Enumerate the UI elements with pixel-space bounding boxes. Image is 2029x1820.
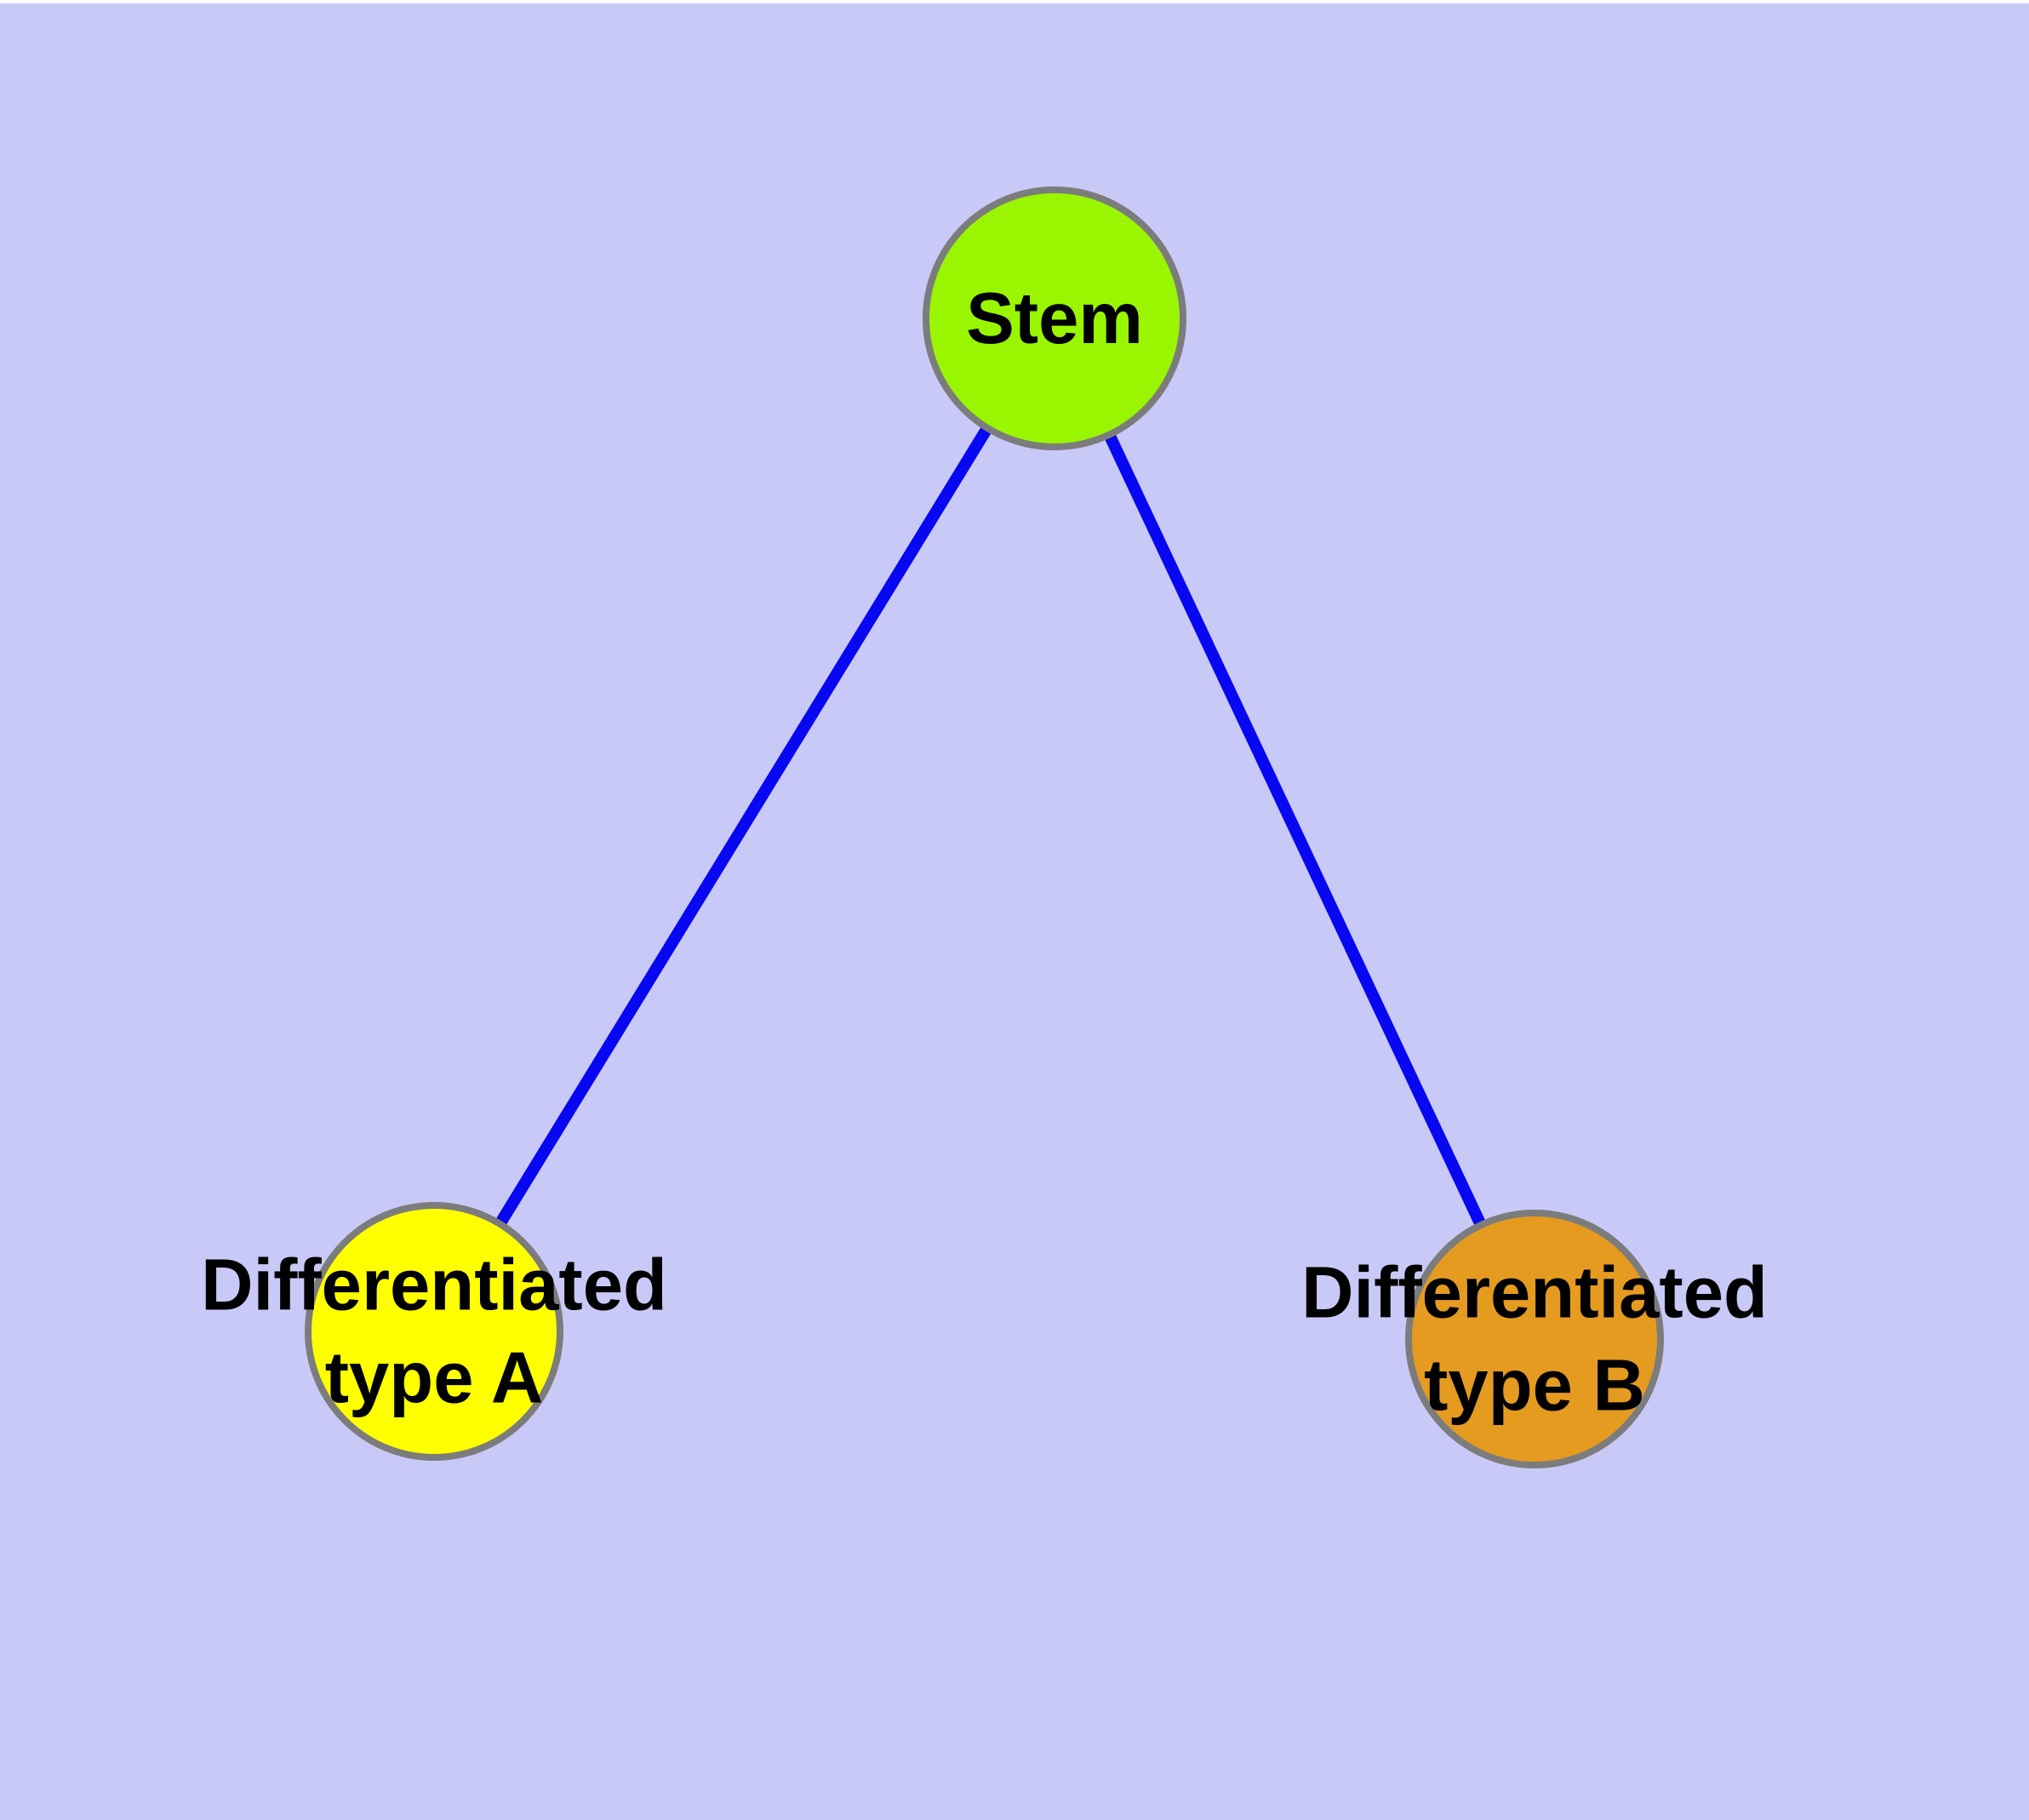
edges-layer	[429, 315, 1540, 1342]
window-top-border	[0, 0, 2029, 3]
node-differentiated-type-b[interactable]	[1405, 1210, 1664, 1468]
edge-stem-to-differentiated-type-a[interactable]	[429, 315, 1060, 1335]
edge-stem-to-differentiated-type-b[interactable]	[1049, 316, 1540, 1342]
node-label-stem: Stem	[966, 278, 1143, 359]
nodes-layer	[305, 186, 1664, 1468]
node-stem[interactable]	[923, 186, 1186, 450]
node-differentiated-type-a[interactable]	[305, 1202, 563, 1461]
